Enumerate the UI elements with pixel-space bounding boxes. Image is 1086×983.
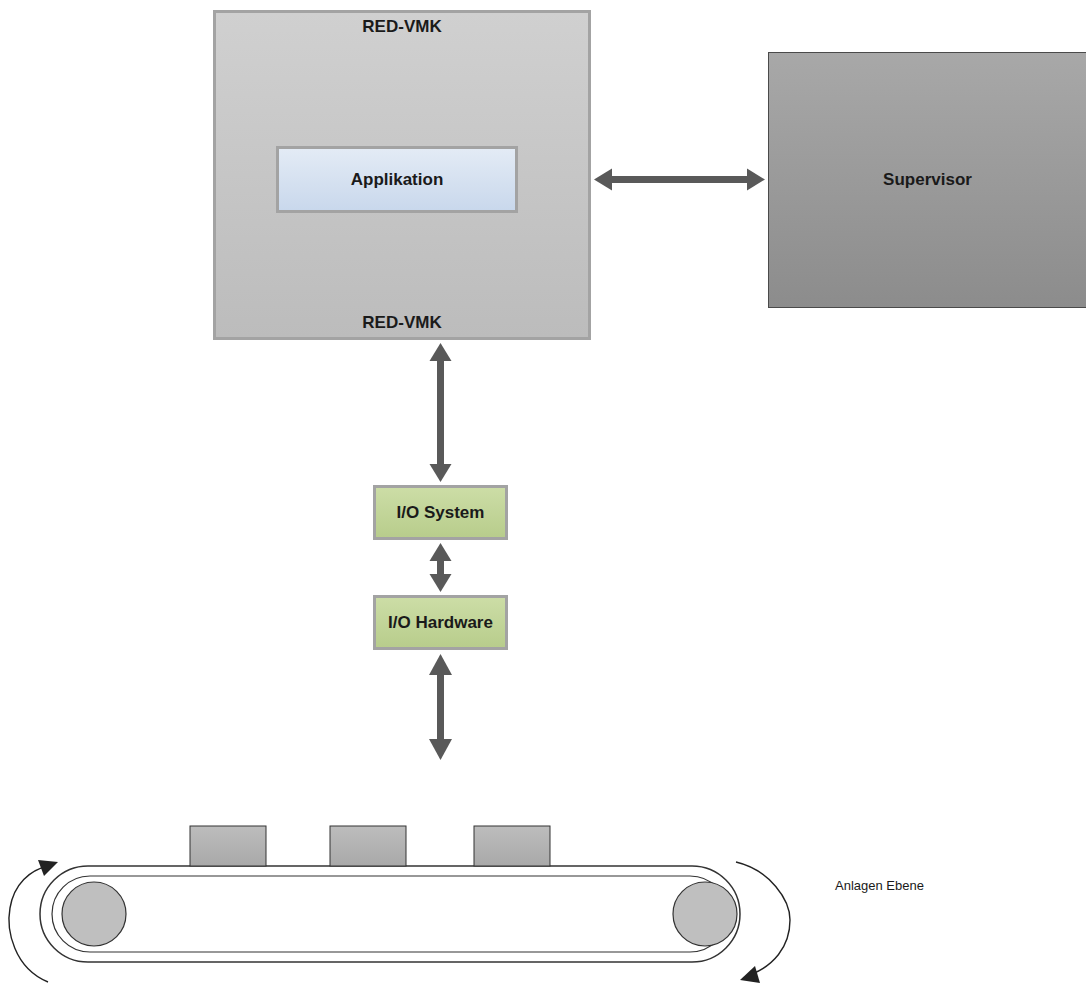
rotation-arc xyxy=(736,862,790,974)
connector-arrow xyxy=(430,543,452,592)
node-label: I/O System xyxy=(397,503,485,523)
node-label: Applikation xyxy=(351,170,444,190)
node-label: Supervisor xyxy=(883,170,972,190)
belt-inner xyxy=(52,876,728,952)
connector-arrow xyxy=(594,169,765,191)
io-hardware-box: I/O Hardware xyxy=(373,595,508,650)
application-box: Applikation xyxy=(276,146,518,213)
level-label: Anlagen Ebene xyxy=(835,878,924,893)
plant-link-arrow xyxy=(429,654,452,760)
rotation-head xyxy=(38,860,58,876)
roller xyxy=(62,882,126,946)
belt-outer xyxy=(40,866,740,962)
io-system-box: I/O System xyxy=(373,485,508,540)
supervisor-box: Supervisor xyxy=(768,52,1086,308)
connector-arrow xyxy=(430,343,452,482)
goods-box xyxy=(330,826,406,866)
roller xyxy=(673,882,737,946)
goods-box xyxy=(190,826,266,866)
goods-box xyxy=(474,826,550,866)
node-label: I/O Hardware xyxy=(388,613,493,633)
rotation-head xyxy=(740,966,760,983)
rotation-arc xyxy=(9,866,48,982)
node-label: RED-VMK xyxy=(216,313,588,333)
node-label: RED-VMK xyxy=(216,17,588,37)
component-frame: RED-VMK RED-VMK Applikation xyxy=(213,10,591,340)
